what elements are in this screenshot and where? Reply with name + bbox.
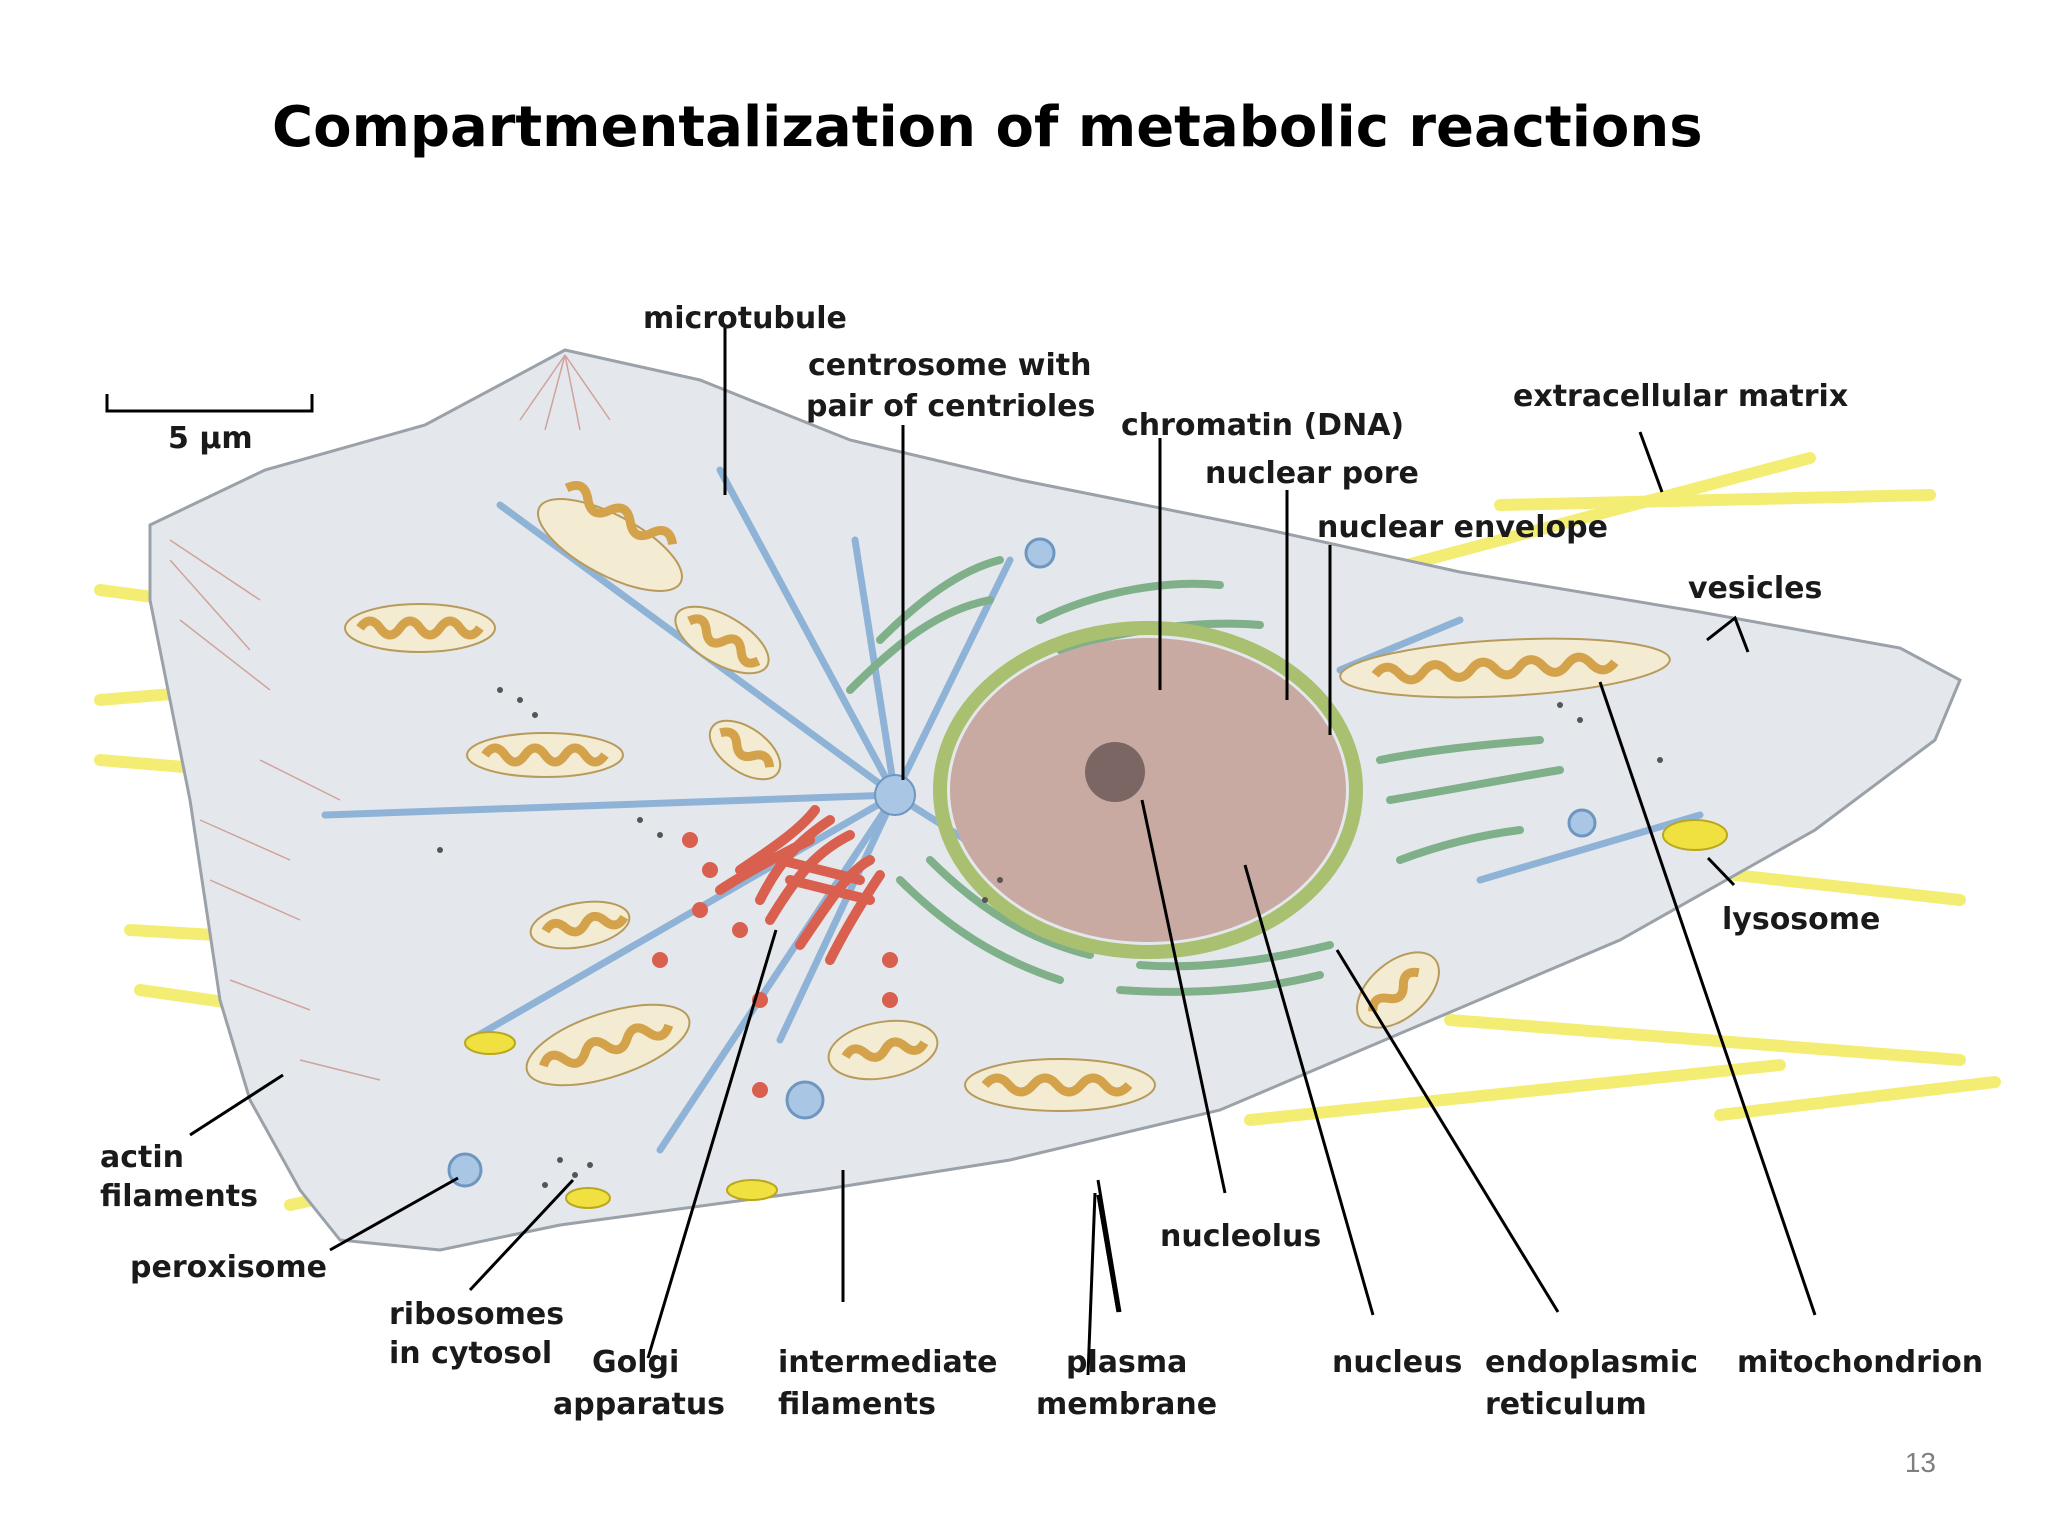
- leader-lines: [189, 325, 1817, 1376]
- label-lysosome: lysosome: [1722, 902, 1880, 937]
- label-centrosome-line1: centrosome with: [808, 348, 1091, 383]
- mitochondrion: [525, 1003, 691, 1087]
- label-nucleus: nucleus: [1332, 1345, 1462, 1380]
- label-chromatin: chromatin (DNA): [1121, 408, 1404, 443]
- label-er-line2: reticulum: [1485, 1387, 1647, 1422]
- label-plasma-line2: membrane: [1036, 1387, 1217, 1422]
- label-ribosomes-line1: ribosomes: [389, 1297, 564, 1332]
- vesicle: [785, 1080, 825, 1120]
- page-number: 13: [1904, 1447, 1936, 1478]
- label-centrosome-line2: pair of centrioles: [806, 389, 1095, 424]
- centrosome: [874, 774, 916, 816]
- label-ribosomes-line2: in cytosol: [389, 1336, 552, 1371]
- label-intermediate-line1: intermediate: [778, 1345, 997, 1380]
- label-mitochondrion: mitochondrion: [1737, 1345, 1983, 1380]
- mitochondria: [344, 481, 1671, 1112]
- scale-bar: [105, 394, 314, 413]
- label-golgi-line2: apparatus: [553, 1387, 725, 1422]
- label-actin-line2: filaments: [100, 1179, 258, 1214]
- label-plasma-line1: plasma: [1066, 1345, 1187, 1380]
- mitochondrion: [466, 732, 624, 778]
- label-microtubule: microtubule: [643, 301, 847, 336]
- label-vesicles: vesicles: [1688, 571, 1822, 606]
- label-nuclear-pore: nuclear pore: [1205, 456, 1419, 491]
- lysosomes: [464, 819, 1728, 1209]
- label-intermediate-line2: filaments: [778, 1387, 936, 1422]
- label-golgi-line1: Golgi: [592, 1345, 679, 1380]
- actin-filaments: [169, 354, 611, 1081]
- golgi-vesicles: [652, 832, 898, 1098]
- label-peroxisome: peroxisome: [130, 1250, 327, 1285]
- label-nucleolus: nucleolus: [1160, 1219, 1321, 1254]
- scale-bar-label: 5 µm: [168, 421, 253, 456]
- label-actin-line1: actin: [100, 1140, 184, 1175]
- vesicle: [1567, 808, 1597, 838]
- golgi-apparatus: [715, 805, 885, 965]
- mitochondrion: [1356, 951, 1440, 1029]
- mitochondrion: [964, 1058, 1156, 1112]
- label-er-line1: endoplasmic: [1485, 1345, 1698, 1380]
- mitochondrion: [674, 605, 770, 675]
- nucleus: [950, 638, 1346, 942]
- mitochondrion: [708, 719, 782, 781]
- ribosomes: [437, 687, 1663, 1188]
- nucleolus: [1085, 742, 1145, 802]
- label-extracellular-matrix: extracellular matrix: [1513, 379, 1848, 414]
- slide-title: Compartmentalization of metabolic reacti…: [272, 95, 1703, 160]
- mitochondrion: [827, 1019, 939, 1081]
- label-nuclear-envelope: nuclear envelope: [1317, 510, 1608, 545]
- nuclear-envelope: [933, 621, 1363, 959]
- mitochondrion: [1339, 637, 1671, 699]
- mitochondrion: [536, 481, 684, 592]
- mitochondrion: [344, 603, 496, 653]
- vesicle: [1024, 537, 1056, 569]
- mitochondrion: [529, 900, 631, 950]
